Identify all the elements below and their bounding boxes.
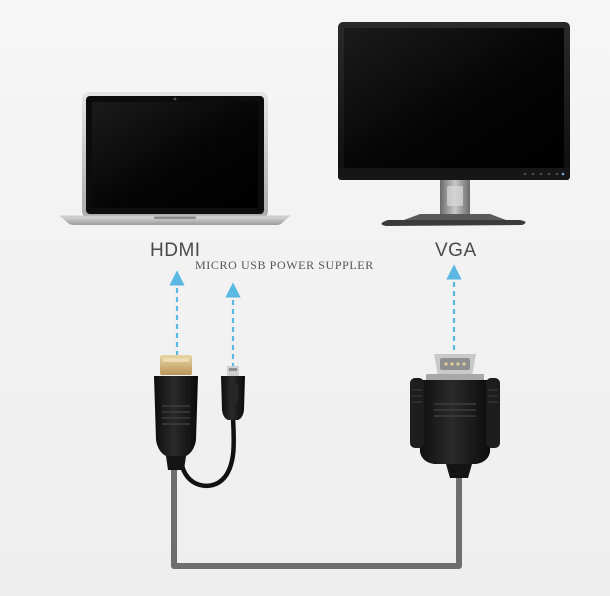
laptop-screen — [92, 102, 258, 208]
vga-connector — [410, 354, 500, 478]
hdmi-body — [154, 376, 198, 456]
direction-arrows — [169, 264, 462, 368]
laptop-hinge — [154, 216, 196, 219]
monitor-foot — [381, 220, 526, 226]
vga-body — [418, 380, 492, 464]
hdmi-connector — [154, 355, 198, 470]
micro-usb-label: MICRO USB POWER SUPPLER — [195, 258, 374, 272]
vga-left-screw — [410, 378, 424, 448]
vga-right-screw — [486, 378, 500, 448]
vga-label: VGA — [435, 240, 477, 261]
monitor-buttons — [523, 172, 565, 176]
micro-usb-cable — [178, 415, 237, 489]
laptop — [60, 92, 290, 225]
hdmi-label: HDMI — [150, 240, 201, 261]
monitor-screen — [344, 28, 564, 168]
monitor — [338, 22, 570, 226]
main-cable — [171, 468, 462, 569]
adapter-cable — [171, 415, 462, 569]
laptop-camera-icon — [173, 97, 177, 101]
micro-usb-connector — [221, 366, 245, 420]
laptop-base — [60, 216, 290, 225]
